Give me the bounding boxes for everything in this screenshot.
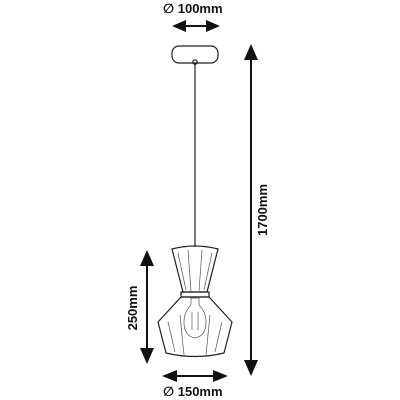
lower-cone-facet-1 bbox=[167, 321, 176, 353]
shade-diameter-arrow-right bbox=[213, 370, 228, 382]
lower-cone-facet-3 bbox=[205, 314, 211, 356]
lower-cone-facet-2 bbox=[179, 314, 185, 356]
ceiling-canopy bbox=[171, 45, 219, 65]
bulb bbox=[183, 297, 207, 339]
shade-waist bbox=[180, 291, 210, 298]
shade-height-label: 250mm bbox=[125, 286, 140, 331]
total-height-label: 1700mm bbox=[255, 184, 270, 236]
shade-height-dimension: 250mm bbox=[125, 250, 154, 364]
shade-height-arrow-bottom bbox=[140, 348, 154, 364]
canopy-arrow-left bbox=[172, 20, 186, 32]
lower-cone-outline bbox=[157, 296, 233, 358]
upper-cone-facet-1 bbox=[177, 252, 187, 291]
shade-diameter-arrow-left bbox=[162, 370, 177, 382]
upper-cone-facet-4 bbox=[203, 252, 213, 291]
upper-cone-facet-3 bbox=[198, 249, 203, 292]
canopy-diameter-dimension: ∅ 100mm bbox=[163, 1, 223, 32]
shade-diameter-dimension: ∅ 150mm bbox=[162, 370, 228, 399]
canopy-body bbox=[171, 45, 219, 64]
glass-shade bbox=[157, 245, 233, 358]
shade-height-arrow-top bbox=[140, 250, 154, 266]
upper-cone-facet-2 bbox=[187, 249, 192, 292]
lower-cone-facet-4 bbox=[214, 321, 223, 353]
upper-cone-outline bbox=[171, 245, 219, 293]
shade-diameter-label: ∅ 150mm bbox=[163, 384, 223, 399]
total-height-arrow-top bbox=[244, 44, 258, 60]
canopy-arrow-right bbox=[206, 20, 220, 32]
total-height-dimension: 1700mm bbox=[244, 44, 270, 376]
canopy-diameter-label: ∅ 100mm bbox=[163, 1, 223, 16]
total-height-arrow-bottom bbox=[244, 360, 258, 376]
